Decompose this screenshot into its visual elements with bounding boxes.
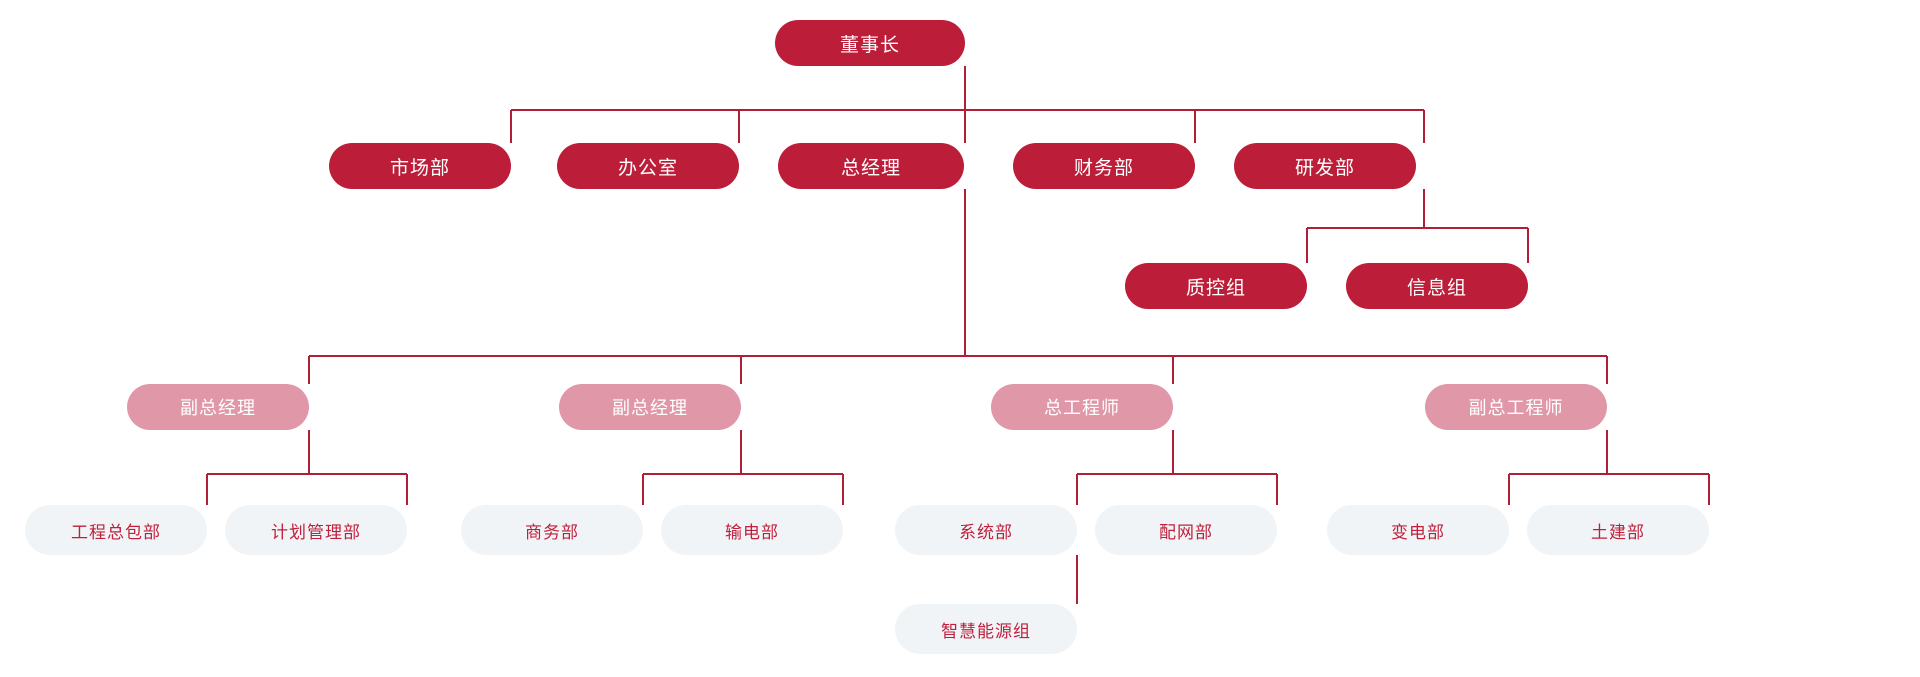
node-label: 输电部 [725,522,779,542]
node-information-group[interactable]: 信息组 [1346,263,1528,309]
node-label: 研发部 [1294,157,1355,179]
node-label: 副总工程师 [1468,398,1564,418]
node-label: 总经理 [840,157,901,179]
node-deputy-general-manager-2[interactable]: 副总经理 [559,384,741,430]
node-label: 配网部 [1159,522,1213,542]
node-label: 信息组 [1406,277,1467,299]
node-deputy-general-manager-1[interactable]: 副总经理 [127,384,309,430]
node-label: 董事长 [839,34,900,56]
node-label: 计划管理部 [271,522,361,542]
node-label: 副总经理 [180,398,256,418]
node-label: 财务部 [1073,157,1134,179]
node-label: 办公室 [617,157,678,179]
node-chairman[interactable]: 董事长 [775,20,965,66]
node-marketing-department[interactable]: 市场部 [329,143,511,189]
node-label: 变电部 [1391,522,1445,542]
node-label: 商务部 [525,522,579,542]
node-quality-control-group[interactable]: 质控组 [1125,263,1307,309]
node-transmission-department[interactable]: 输电部 [661,505,843,555]
node-planning-management-department[interactable]: 计划管理部 [225,505,407,555]
node-distribution-network-department[interactable]: 配网部 [1095,505,1277,555]
node-system-department[interactable]: 系统部 [895,505,1077,555]
node-finance-department[interactable]: 财务部 [1013,143,1195,189]
node-label: 土建部 [1591,522,1645,542]
node-epc-department[interactable]: 工程总包部 [25,505,207,555]
node-office[interactable]: 办公室 [557,143,739,189]
node-deputy-chief-engineer[interactable]: 副总工程师 [1425,384,1607,430]
node-label: 质控组 [1185,277,1246,299]
node-label: 副总经理 [612,398,688,418]
node-substation-department[interactable]: 变电部 [1327,505,1509,555]
node-civil-engineering-department[interactable]: 土建部 [1527,505,1709,555]
node-label: 总工程师 [1044,398,1120,418]
node-label: 智慧能源组 [941,621,1031,641]
node-rnd-department[interactable]: 研发部 [1234,143,1416,189]
node-business-department[interactable]: 商务部 [461,505,643,555]
node-label: 工程总包部 [71,522,161,542]
node-chief-engineer[interactable]: 总工程师 [991,384,1173,430]
node-smart-energy-group[interactable]: 智慧能源组 [895,604,1077,654]
node-general-manager[interactable]: 总经理 [778,143,964,189]
node-label: 市场部 [389,157,450,179]
node-label: 系统部 [959,522,1013,542]
